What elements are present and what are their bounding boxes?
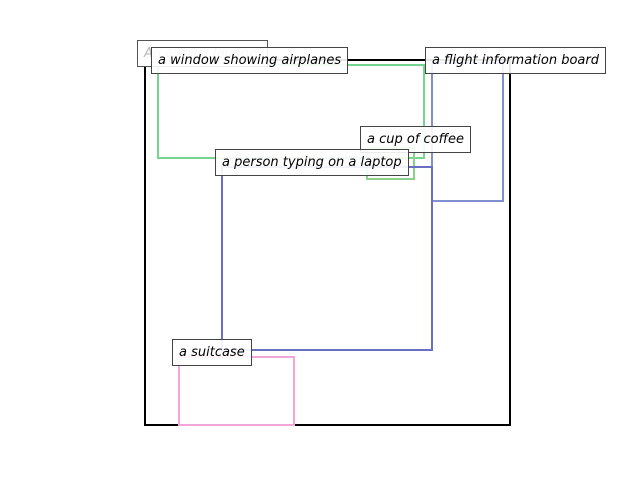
coffee-label: a cup of coffee: [360, 126, 472, 153]
suitcase-label: a suitcase: [172, 339, 252, 366]
laptop-label: a person typing on a laptop: [215, 149, 409, 176]
suitcase-region-box: [178, 356, 295, 426]
flight-board-label: a flight information board: [425, 47, 606, 74]
laptop-region-box: [221, 166, 433, 351]
window-label: a window showing airplanes: [151, 47, 349, 74]
